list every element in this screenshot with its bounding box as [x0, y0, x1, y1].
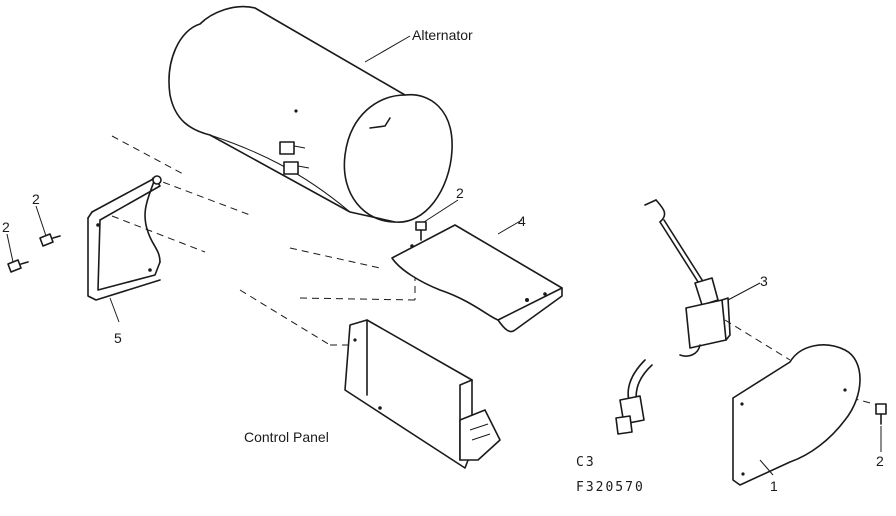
screw-right	[875, 403, 887, 425]
drawing-code-line-1: C3	[576, 455, 596, 470]
callout-screw-left-top: 2	[32, 191, 40, 207]
drawing-code-line-2: F320570	[576, 480, 645, 495]
screw-center	[415, 221, 427, 241]
control-panel-label: Control Panel	[244, 429, 329, 445]
plate-part-4	[391, 224, 563, 333]
callout-screw-center: 2	[456, 185, 464, 201]
leader-lines	[6, 35, 882, 476]
bracket-part-5	[87, 175, 162, 301]
alternator-label: Alternator	[412, 27, 473, 43]
callout-bracket: 5	[114, 330, 122, 346]
alternator-body	[168, 5, 453, 223]
callout-harness: 3	[760, 273, 768, 289]
screw-left-bottom	[7, 259, 29, 273]
callout-screw-left-bottom: 2	[2, 219, 10, 235]
callout-cover: 1	[770, 478, 778, 494]
screw-left-top	[39, 233, 61, 247]
callout-screw-right: 2	[876, 453, 884, 469]
cover-part-1	[732, 344, 861, 486]
callout-plate: 4	[518, 213, 526, 229]
control-panel-bracket	[344, 319, 501, 469]
wire-harness-part-3	[615, 199, 731, 435]
